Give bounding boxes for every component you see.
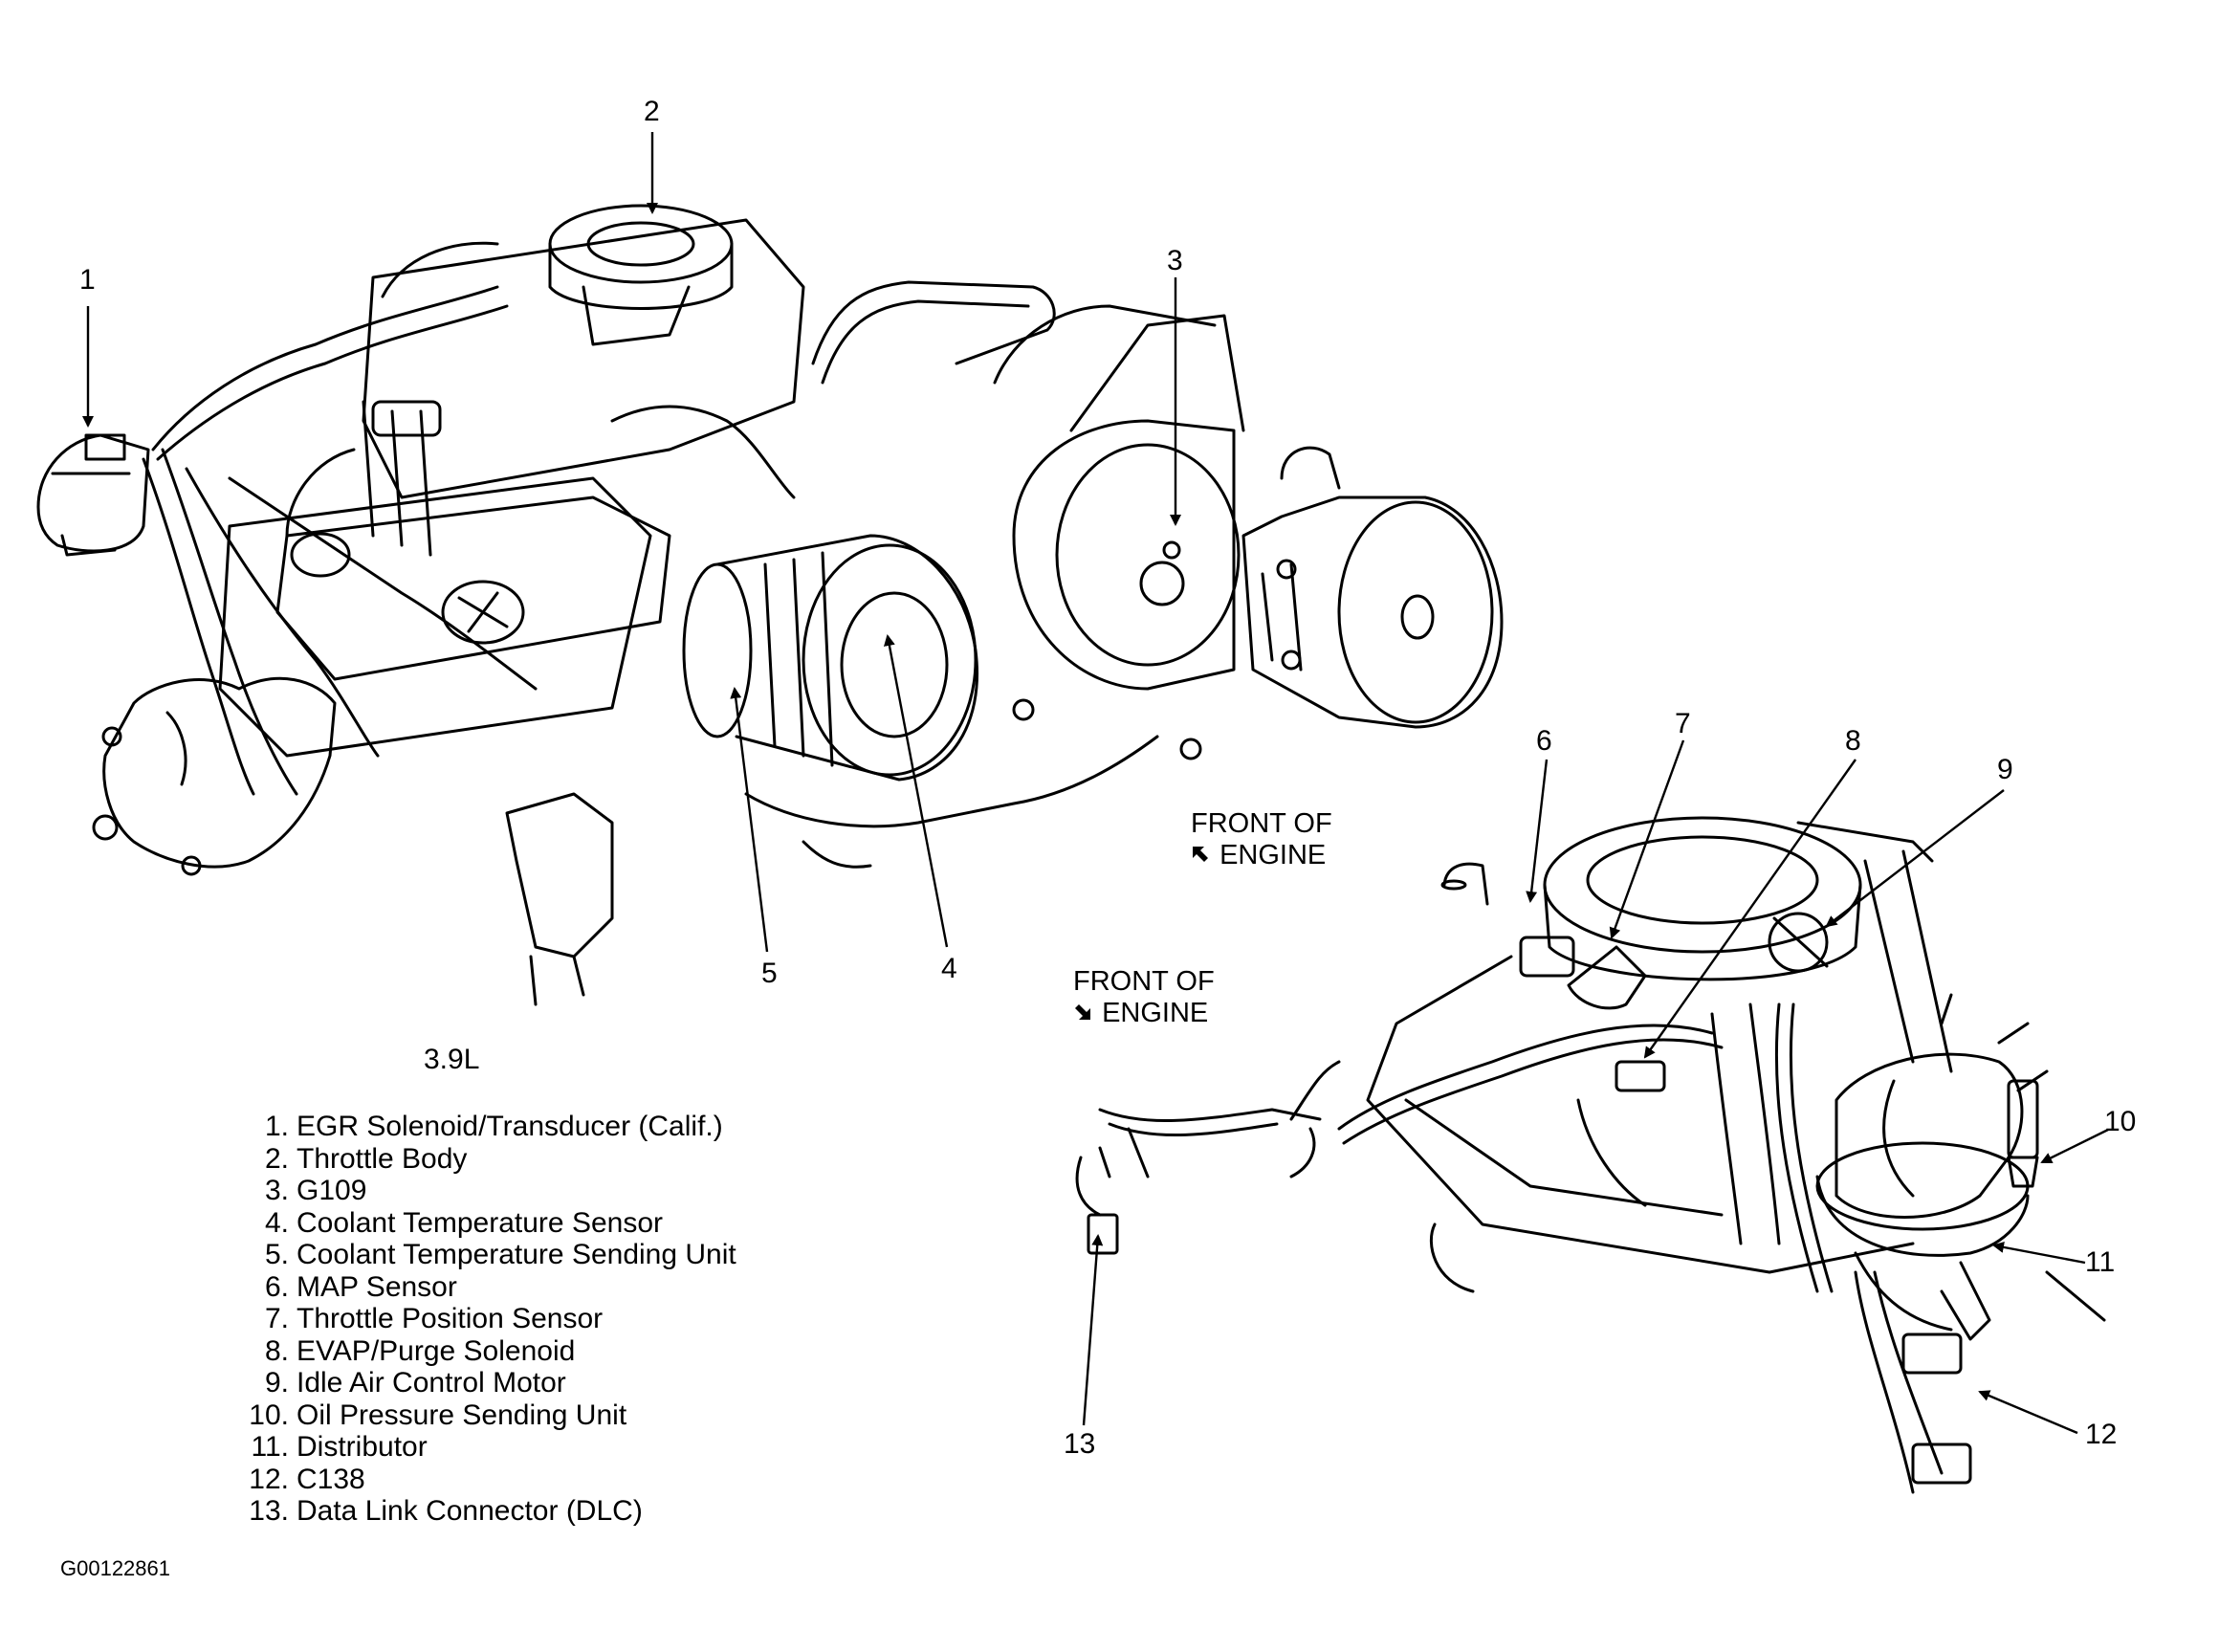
engine-right-drawing	[1075, 816, 2106, 1494]
engine-line: ENGINE	[1219, 840, 1327, 870]
engine-line: ENGINE	[1102, 998, 1209, 1028]
figure-id: G00122861	[60, 1556, 170, 1580]
callout-12: 12	[2085, 1419, 2118, 1450]
engine-3-9l-drawing	[36, 204, 1504, 1006]
legend-item: 12.C138	[249, 1463, 365, 1495]
legend-item: 9.Idle Air Control Motor	[264, 1367, 566, 1399]
callout-13: 13	[1064, 1428, 1096, 1460]
callout-3: 3	[1167, 245, 1183, 276]
callout-7: 7	[1675, 708, 1691, 739]
callout-9: 9	[1997, 754, 2013, 785]
legend-item: 3.G109	[264, 1175, 367, 1206]
callout-8: 8	[1845, 725, 1861, 757]
arrow-up-left-icon	[1191, 840, 1212, 871]
front-of-line: FRONT OF	[1191, 808, 1332, 839]
legend-item: 4.Coolant Temperature Sensor	[264, 1206, 663, 1239]
callout-1: 1	[79, 264, 96, 296]
front-of-engine-label-lower: FRONT OF ENGINE	[1073, 966, 1215, 1029]
component-legend: 1.EGR Solenoid/Transducer (Calif.) 2.Thr…	[230, 1111, 736, 1528]
legend-item: 5.Coolant Temperature Sending Unit	[264, 1239, 736, 1270]
callout-2: 2	[644, 96, 660, 127]
callout-6: 6	[1536, 725, 1552, 757]
legend-item: 2.Throttle Body	[264, 1142, 468, 1175]
legend-item: 13.Data Link Connector (DLC)	[249, 1495, 643, 1527]
callout-10: 10	[2104, 1106, 2137, 1137]
legend-item: 11.Distributor	[251, 1431, 428, 1463]
callout-5: 5	[761, 958, 778, 989]
legend-item: 8.EVAP/Purge Solenoid	[264, 1334, 576, 1367]
legend-item: 10.Oil Pressure Sending Unit	[249, 1399, 627, 1431]
arrow-down-right-icon	[1073, 998, 1094, 1029]
callout-arrows	[82, 132, 2109, 1435]
engine-size-label: 3.9L	[424, 1044, 480, 1075]
front-of-engine-label-upper: FRONT OF ENGINE	[1191, 808, 1332, 871]
legend-item: 6.MAP Sensor	[264, 1270, 457, 1303]
legend-item: 1.EGR Solenoid/Transducer (Calif.)	[264, 1111, 723, 1142]
callout-4: 4	[941, 953, 957, 984]
front-of-line: FRONT OF	[1073, 966, 1215, 997]
legend-item: 7.Throttle Position Sensor	[264, 1303, 604, 1334]
callout-11: 11	[2085, 1246, 2116, 1278]
